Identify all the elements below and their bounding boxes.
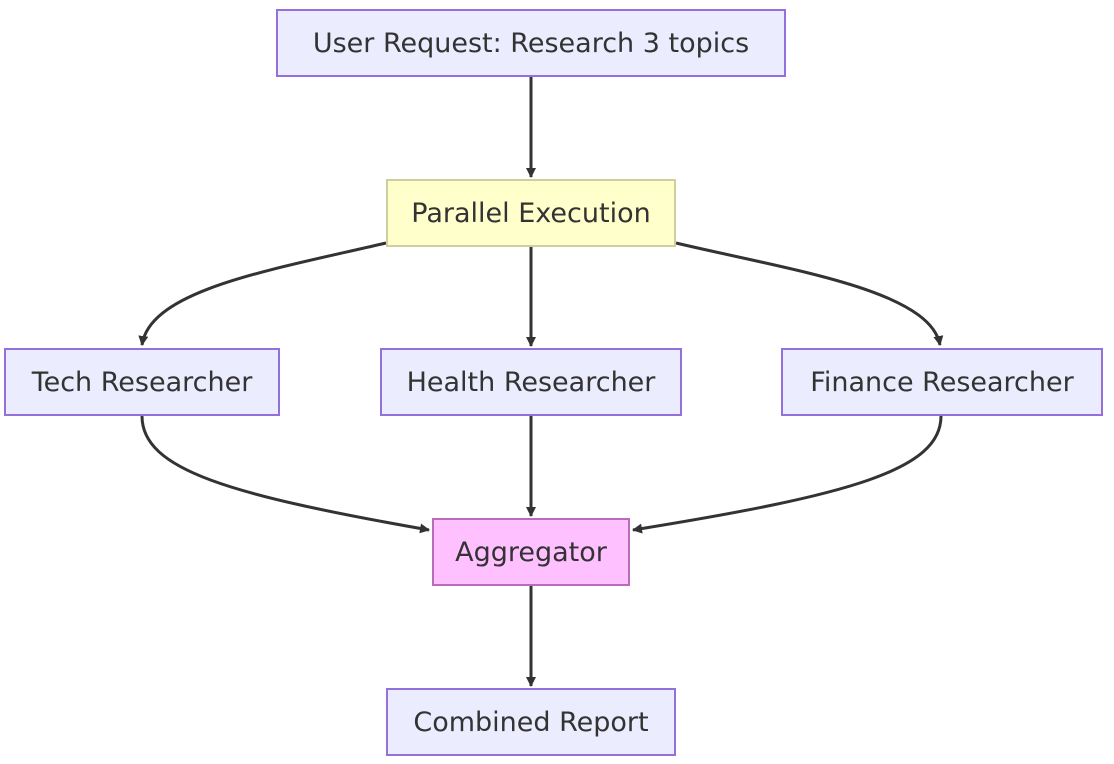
node-aggregator: Aggregator [432,518,630,586]
node-combined-report: Combined Report [386,688,676,756]
node-aggregator-label: Aggregator [455,536,607,568]
node-health-researcher-label: Health Researcher [406,366,656,398]
edge-parallel-to-tech [138,241,387,346]
edge-tech-to-aggregator [140,415,430,534]
node-user-request: User Request: Research 3 topics [276,9,786,77]
node-health-researcher: Health Researcher [380,348,682,416]
node-tech-researcher-label: Tech Researcher [31,366,253,398]
node-finance-researcher-label: Finance Researcher [810,366,1074,398]
node-finance-researcher: Finance Researcher [781,348,1103,416]
node-user-request-label: User Request: Research 3 topics [312,27,750,59]
node-tech-researcher: Tech Researcher [4,348,280,416]
edge-finance-to-aggregator [632,415,943,534]
edge-parallel-to-finance [675,241,944,346]
node-combined-report-label: Combined Report [413,706,649,738]
node-parallel-execution: Parallel Execution [386,179,676,247]
node-parallel-execution-label: Parallel Execution [411,197,651,229]
